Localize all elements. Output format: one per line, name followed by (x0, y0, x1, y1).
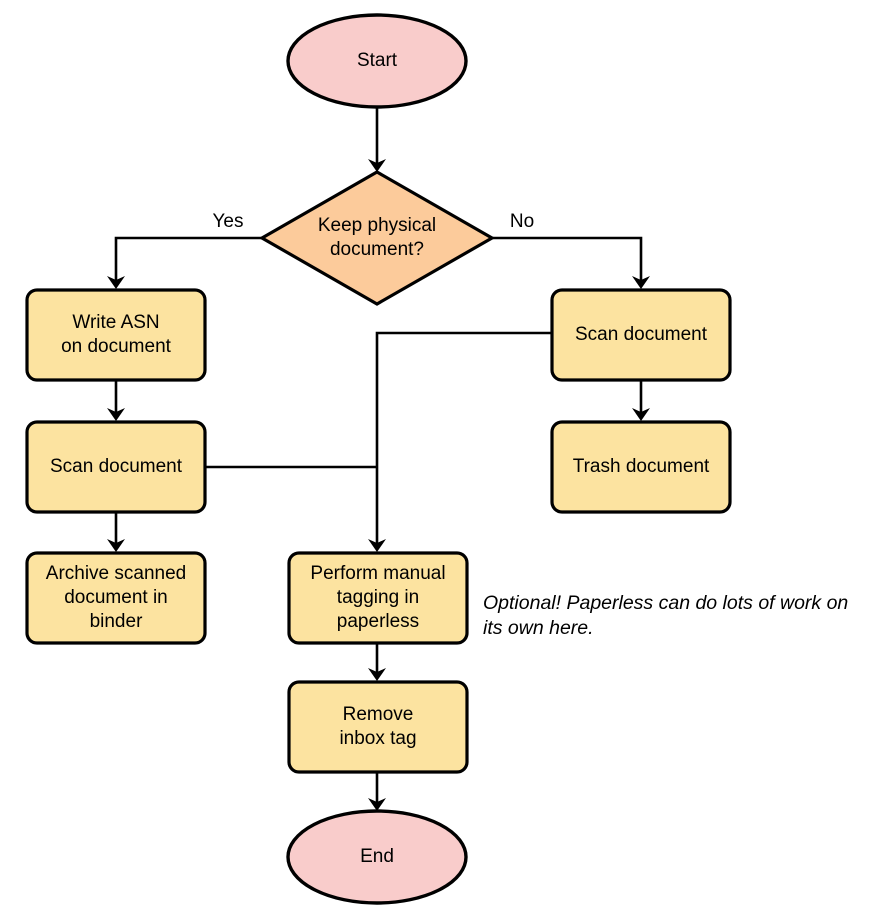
arrowhead-icon (632, 408, 650, 421)
annotation-line: its own here. (483, 617, 594, 639)
edge-path (114, 236, 262, 282)
edge-decision-no: No (492, 211, 650, 289)
edge-decision-yes: Yes (107, 211, 262, 289)
node-end[interactable]: End (286, 809, 468, 905)
edge-start-to-decision (368, 108, 386, 172)
node-label: document? (330, 239, 424, 260)
edge-label-decision-yes: Yes (213, 211, 244, 232)
arrowhead-icon (107, 539, 125, 552)
node-label: Start (357, 50, 398, 71)
node-label: on document (61, 336, 172, 357)
node-write-asn[interactable]: Write ASN on document (25, 288, 207, 382)
edge-remove-tag-to-end (368, 772, 386, 811)
node-label: Trash document (573, 456, 710, 477)
annotation-line: Optional! Paperless can do lots of work … (483, 592, 848, 614)
edges-layer: Yes No (107, 108, 650, 811)
node-shape-decision[interactable] (258, 170, 496, 306)
arrowhead-icon (368, 159, 386, 172)
node-keep-physical[interactable]: Keep physical document? (258, 170, 496, 306)
node-label: Keep physical (318, 215, 436, 236)
node-label: Archive scanned (46, 563, 186, 584)
node-label: Perform manual (310, 563, 445, 584)
arrowhead-icon (107, 276, 125, 289)
node-label: Remove (343, 704, 414, 725)
edge-scan-right-to-trash (632, 380, 650, 421)
node-trash-document[interactable]: Trash document (550, 420, 732, 514)
node-start[interactable]: Start (286, 13, 468, 109)
node-manual-tagging[interactable]: Perform manual tagging in paperless (287, 551, 469, 645)
edge-scan-right-to-tagging (368, 331, 552, 552)
node-label: Write ASN (72, 312, 159, 333)
node-shape-terminal[interactable] (286, 809, 468, 905)
node-label: tagging in (337, 587, 419, 608)
edge-path (375, 331, 552, 545)
node-remove-inbox-tag[interactable]: Remove inbox tag (287, 680, 469, 774)
node-scan-document-right[interactable]: Scan document (550, 288, 732, 382)
edge-scan-left-to-archive (107, 512, 125, 552)
edge-write-asn-to-scan-left (107, 380, 125, 421)
node-shape-process[interactable] (287, 551, 469, 645)
node-shape-process[interactable] (287, 680, 469, 774)
node-shape-process[interactable] (25, 288, 207, 382)
node-label: Scan document (50, 456, 183, 477)
node-shape-process[interactable] (550, 420, 732, 514)
node-label: binder (90, 611, 143, 632)
node-label: inbox tag (339, 728, 416, 749)
arrowhead-icon (368, 668, 386, 681)
node-label: Scan document (575, 324, 708, 345)
node-shape-terminal[interactable] (286, 13, 468, 109)
arrowhead-icon (368, 798, 386, 811)
node-scan-document-left[interactable]: Scan document (25, 420, 207, 514)
node-archive-scanned[interactable]: Archive scanned document in binder (25, 551, 207, 645)
node-label: document in (64, 587, 168, 608)
arrowhead-icon (107, 408, 125, 421)
edge-tagging-to-remove-tag (368, 643, 386, 681)
annotations-layer: Optional! Paperless can do lots of work … (483, 592, 848, 639)
arrowhead-icon (632, 276, 650, 289)
node-shape-process[interactable] (550, 288, 732, 382)
annotation-optional-note: Optional! Paperless can do lots of work … (483, 592, 848, 639)
edge-path (492, 236, 643, 282)
node-shape-process[interactable] (25, 420, 207, 514)
arrowhead-icon (368, 539, 386, 552)
node-label: End (360, 846, 394, 867)
node-shape-process[interactable] (25, 551, 207, 645)
edge-label-decision-no: No (510, 211, 534, 232)
node-label: paperless (337, 611, 419, 632)
